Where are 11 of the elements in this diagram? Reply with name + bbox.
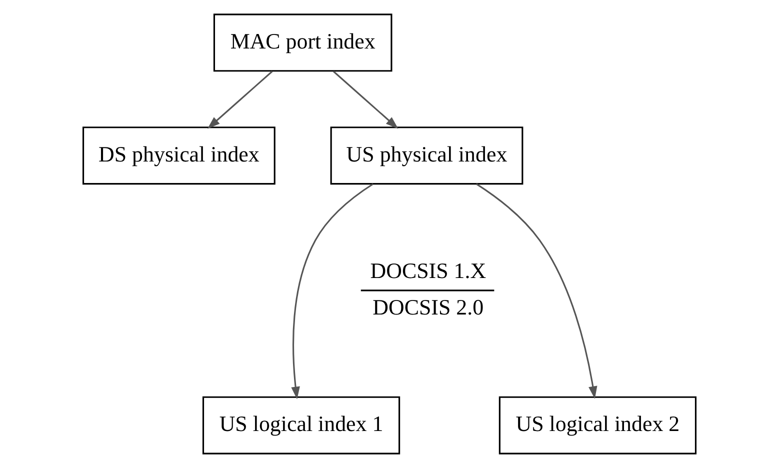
node-box: DS physical index xyxy=(82,126,276,185)
arrow xyxy=(332,70,398,129)
label: DOCSIS 1.X xyxy=(370,258,486,284)
node-box: US physical index xyxy=(330,126,524,185)
node-box: US logical index 2 xyxy=(498,396,696,454)
node-box: MAC port index xyxy=(213,14,392,72)
arrow xyxy=(476,183,598,399)
arrow xyxy=(291,183,374,400)
label: DOCSIS 2.0 xyxy=(372,294,484,320)
node-box: US logical index 1 xyxy=(202,396,400,454)
arrow xyxy=(207,70,273,129)
